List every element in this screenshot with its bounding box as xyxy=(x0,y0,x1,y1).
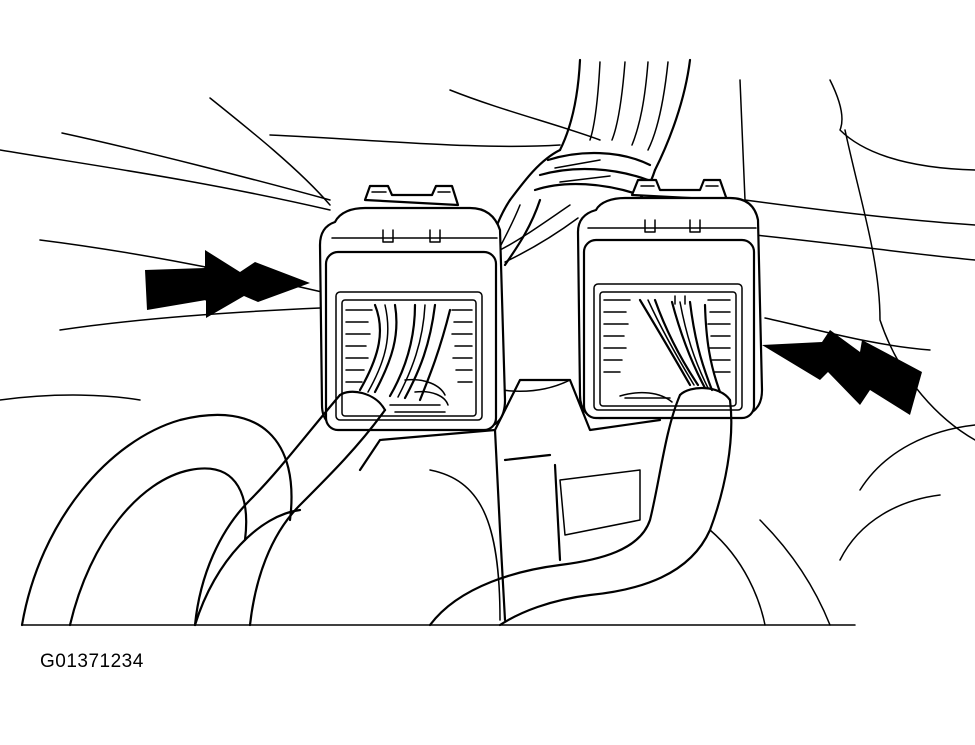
right-connector-wires xyxy=(619,298,722,403)
figure-code-label: G01371234 xyxy=(40,651,144,672)
arrow-right-icon xyxy=(145,250,310,318)
arrow-left-icon xyxy=(762,330,922,415)
right-connector xyxy=(576,178,764,420)
left-connector-wires xyxy=(358,303,452,406)
left-cable xyxy=(193,390,387,627)
hose-loop xyxy=(20,413,302,627)
left-connector xyxy=(318,184,507,432)
left-connector-terminals xyxy=(345,309,473,413)
right-cable xyxy=(428,387,766,627)
right-connector-terminals xyxy=(603,295,731,399)
background-panels xyxy=(0,79,975,626)
mounting-bracket xyxy=(358,378,662,622)
